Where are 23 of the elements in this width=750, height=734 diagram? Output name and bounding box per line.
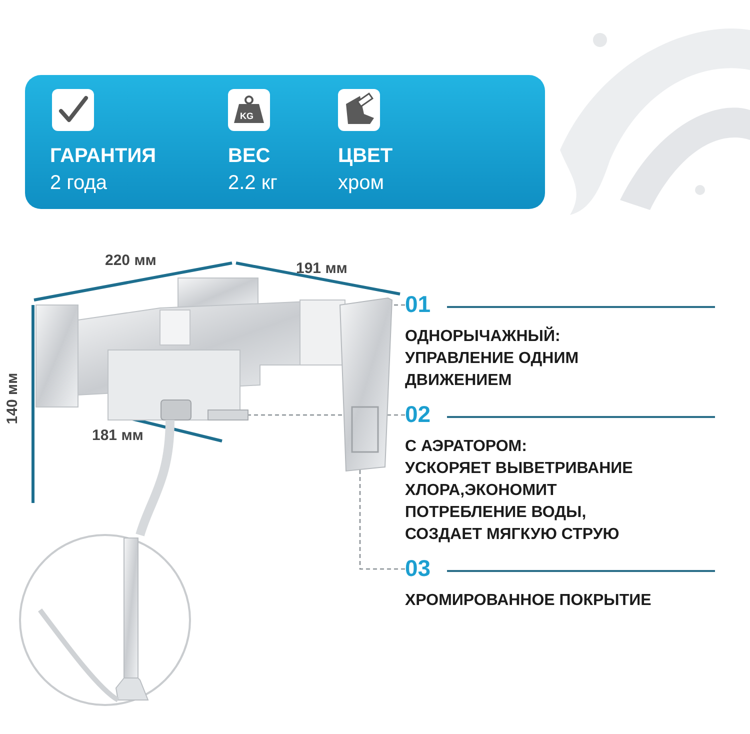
banner-heading: ВЕС bbox=[228, 145, 270, 168]
lever-handle bbox=[338, 297, 394, 472]
dimension-label: 181 мм bbox=[92, 427, 144, 444]
callout-text: УСКОРЯЕТ ВЫВЕТРИВАНИЕ ХЛОРА,ЭКОНОМИТ ПОТРЕБЛЕНИЕ ВОДЫ, СОЗДАЕТ МЯГКУЮ СТРУЮ bbox=[405, 459, 634, 545]
callout-heading: ОДНОРЫЧАЖНЫЙ: bbox=[405, 326, 562, 347]
callout-heading: ХРОМИРОВАННОЕ ПОКРЫТИЕ bbox=[405, 591, 652, 611]
banner-heading: ЦВЕТ bbox=[338, 145, 393, 168]
callout-text: УПРАВЛЕНИЕ ОДНИМ ДВИЖЕНИЕМ bbox=[405, 349, 580, 391]
banner-value: хром bbox=[338, 172, 384, 195]
leader-line bbox=[359, 468, 405, 570]
callout-number: 01 bbox=[405, 291, 431, 317]
spout-outlet bbox=[208, 410, 248, 420]
dimension-label: 140 мм bbox=[4, 372, 22, 424]
icon-text: KG bbox=[240, 111, 254, 121]
dimension-label: 220 мм bbox=[105, 252, 156, 269]
callout-heading: С АЭРАТОРОМ: bbox=[405, 437, 528, 457]
banner-value: 2 года bbox=[50, 172, 108, 195]
callout-number: 02 bbox=[405, 401, 431, 427]
dimension-label: 191 мм bbox=[296, 260, 348, 277]
banner-value: 2.2 кг bbox=[228, 172, 278, 195]
callout-number: 03 bbox=[405, 555, 431, 581]
leader-line bbox=[394, 304, 405, 306]
banner-heading: ГАРАНТИЯ bbox=[50, 145, 156, 168]
